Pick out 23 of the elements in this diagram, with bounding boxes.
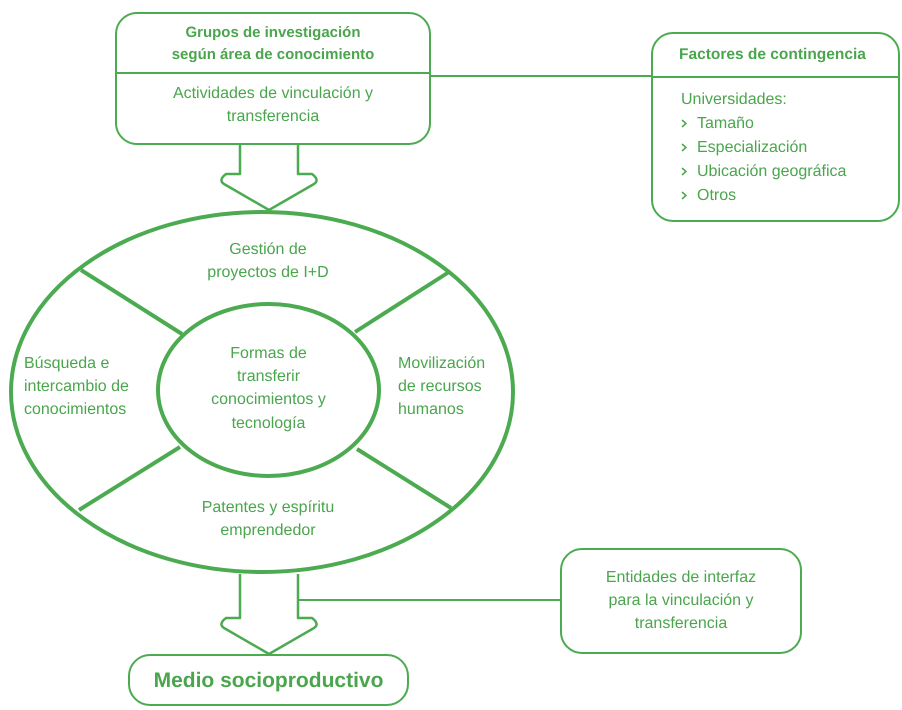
list-item: Tamaño — [697, 114, 754, 134]
list-item: Especialización — [697, 138, 808, 158]
sector-label: Búsqueda e intercambio de conocimientos — [24, 354, 130, 420]
block-arrow — [220, 572, 318, 656]
process-box — [115, 12, 431, 145]
connector-line — [298, 599, 560, 601]
list-heading: Universidades: — [680, 90, 788, 110]
sector-label: Patentes y espíritu emprendedor — [200, 498, 336, 542]
center-label: Formas de transferir conocimientos y tecnología — [210, 344, 327, 434]
process-box — [560, 548, 802, 654]
box-label: Entidades de interfaz para la vinculación y transferencia — [604, 568, 758, 634]
sector-label: Gestión de proyectos de I+D — [206, 240, 330, 284]
block-arrow — [220, 144, 318, 212]
connector-line — [431, 75, 651, 77]
box-heading: Factores de contingencia — [678, 45, 867, 65]
list-item: Otros — [697, 186, 736, 206]
box-body: Actividades de vinculación y transferencia — [172, 84, 374, 127]
note-box — [651, 32, 900, 222]
list-item: Ubicación geográfica — [697, 162, 846, 182]
sector-label: Movilización de recursos humanos — [398, 354, 486, 420]
box-label: Medio socioproductivo — [152, 668, 384, 694]
box-heading: Grupos de investigación según área de conocimiento — [170, 23, 376, 65]
terminal-box — [128, 654, 409, 706]
